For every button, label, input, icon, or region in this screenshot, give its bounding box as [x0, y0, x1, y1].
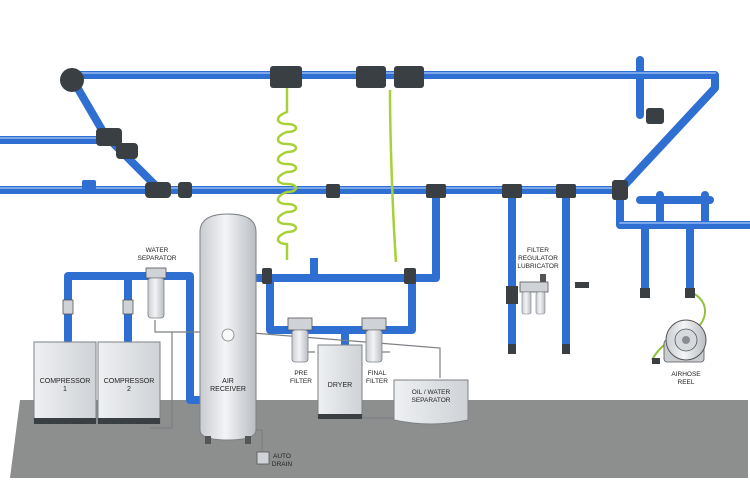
airhose-reel: AIRHOSE REEL — [663, 319, 707, 386]
pipe-fittings — [60, 66, 664, 284]
final-filter-label-line-1: FINAL — [368, 370, 387, 377]
tool-outlets — [508, 282, 695, 364]
compressor-1: COMPRESSOR 1 — [33, 341, 97, 424]
auto-drain-label-line-1: AUTO — [273, 453, 291, 460]
water-separator-label-line-2: SEPARATOR — [137, 255, 176, 262]
pre-filter-label-line-2: FILTER — [290, 378, 312, 385]
final-filter-label-line-2: FILTER — [366, 378, 388, 385]
straight-hose — [388, 89, 398, 263]
water-separator: WATER SEPARATOR — [137, 247, 177, 319]
compressor-2: COMPRESSOR 2 — [97, 341, 161, 424]
air-receiver-label-line-1: AIR — [222, 378, 234, 385]
dryer: DRYER — [317, 344, 363, 419]
air-receiver-label-line-2: RECEIVER — [210, 386, 246, 393]
pre-filter-label-line-1: PRE — [294, 370, 308, 377]
airhose-reel-label-line-1: AIRHOSE — [671, 371, 701, 378]
auto-drain: AUTO DRAIN — [256, 451, 293, 468]
airhose-reel-label-line-2: REEL — [678, 379, 695, 386]
filter-regulator-lubricator: FILTER REGULATOR LUBRICATOR — [506, 247, 559, 315]
compressor-1-label-line-1: COMPRESSOR — [40, 378, 91, 385]
pre-filter: PRE FILTER — [287, 317, 313, 385]
auto-drain-label-line-2: DRAIN — [272, 461, 293, 468]
oil-water-separator: OIL / WATER SEPARATOR — [393, 379, 469, 425]
compressor-2-label-line-1: COMPRESSOR — [104, 378, 155, 385]
compressor-2-label-line-2: 2 — [127, 386, 131, 393]
compressor-1-label-line-2: 1 — [63, 386, 67, 393]
frl-label-line-3: LUBRICATOR — [517, 263, 559, 270]
coiled-hose — [276, 88, 298, 260]
air-receiver: AIR RECEIVER — [199, 213, 257, 444]
oil-water-separator-label-line-2: SEPARATOR — [411, 397, 450, 404]
floor — [10, 400, 748, 478]
frl-label-line-1: FILTER — [527, 247, 549, 254]
oil-water-separator-label-line-1: OIL / WATER — [412, 389, 451, 396]
water-separator-label-line-1: WATER — [146, 247, 169, 254]
frl-label-line-2: REGULATOR — [518, 255, 558, 262]
dryer-label: DRYER — [328, 382, 352, 389]
final-filter: FINAL FILTER — [361, 317, 388, 385]
compressor-valves — [62, 299, 134, 315]
